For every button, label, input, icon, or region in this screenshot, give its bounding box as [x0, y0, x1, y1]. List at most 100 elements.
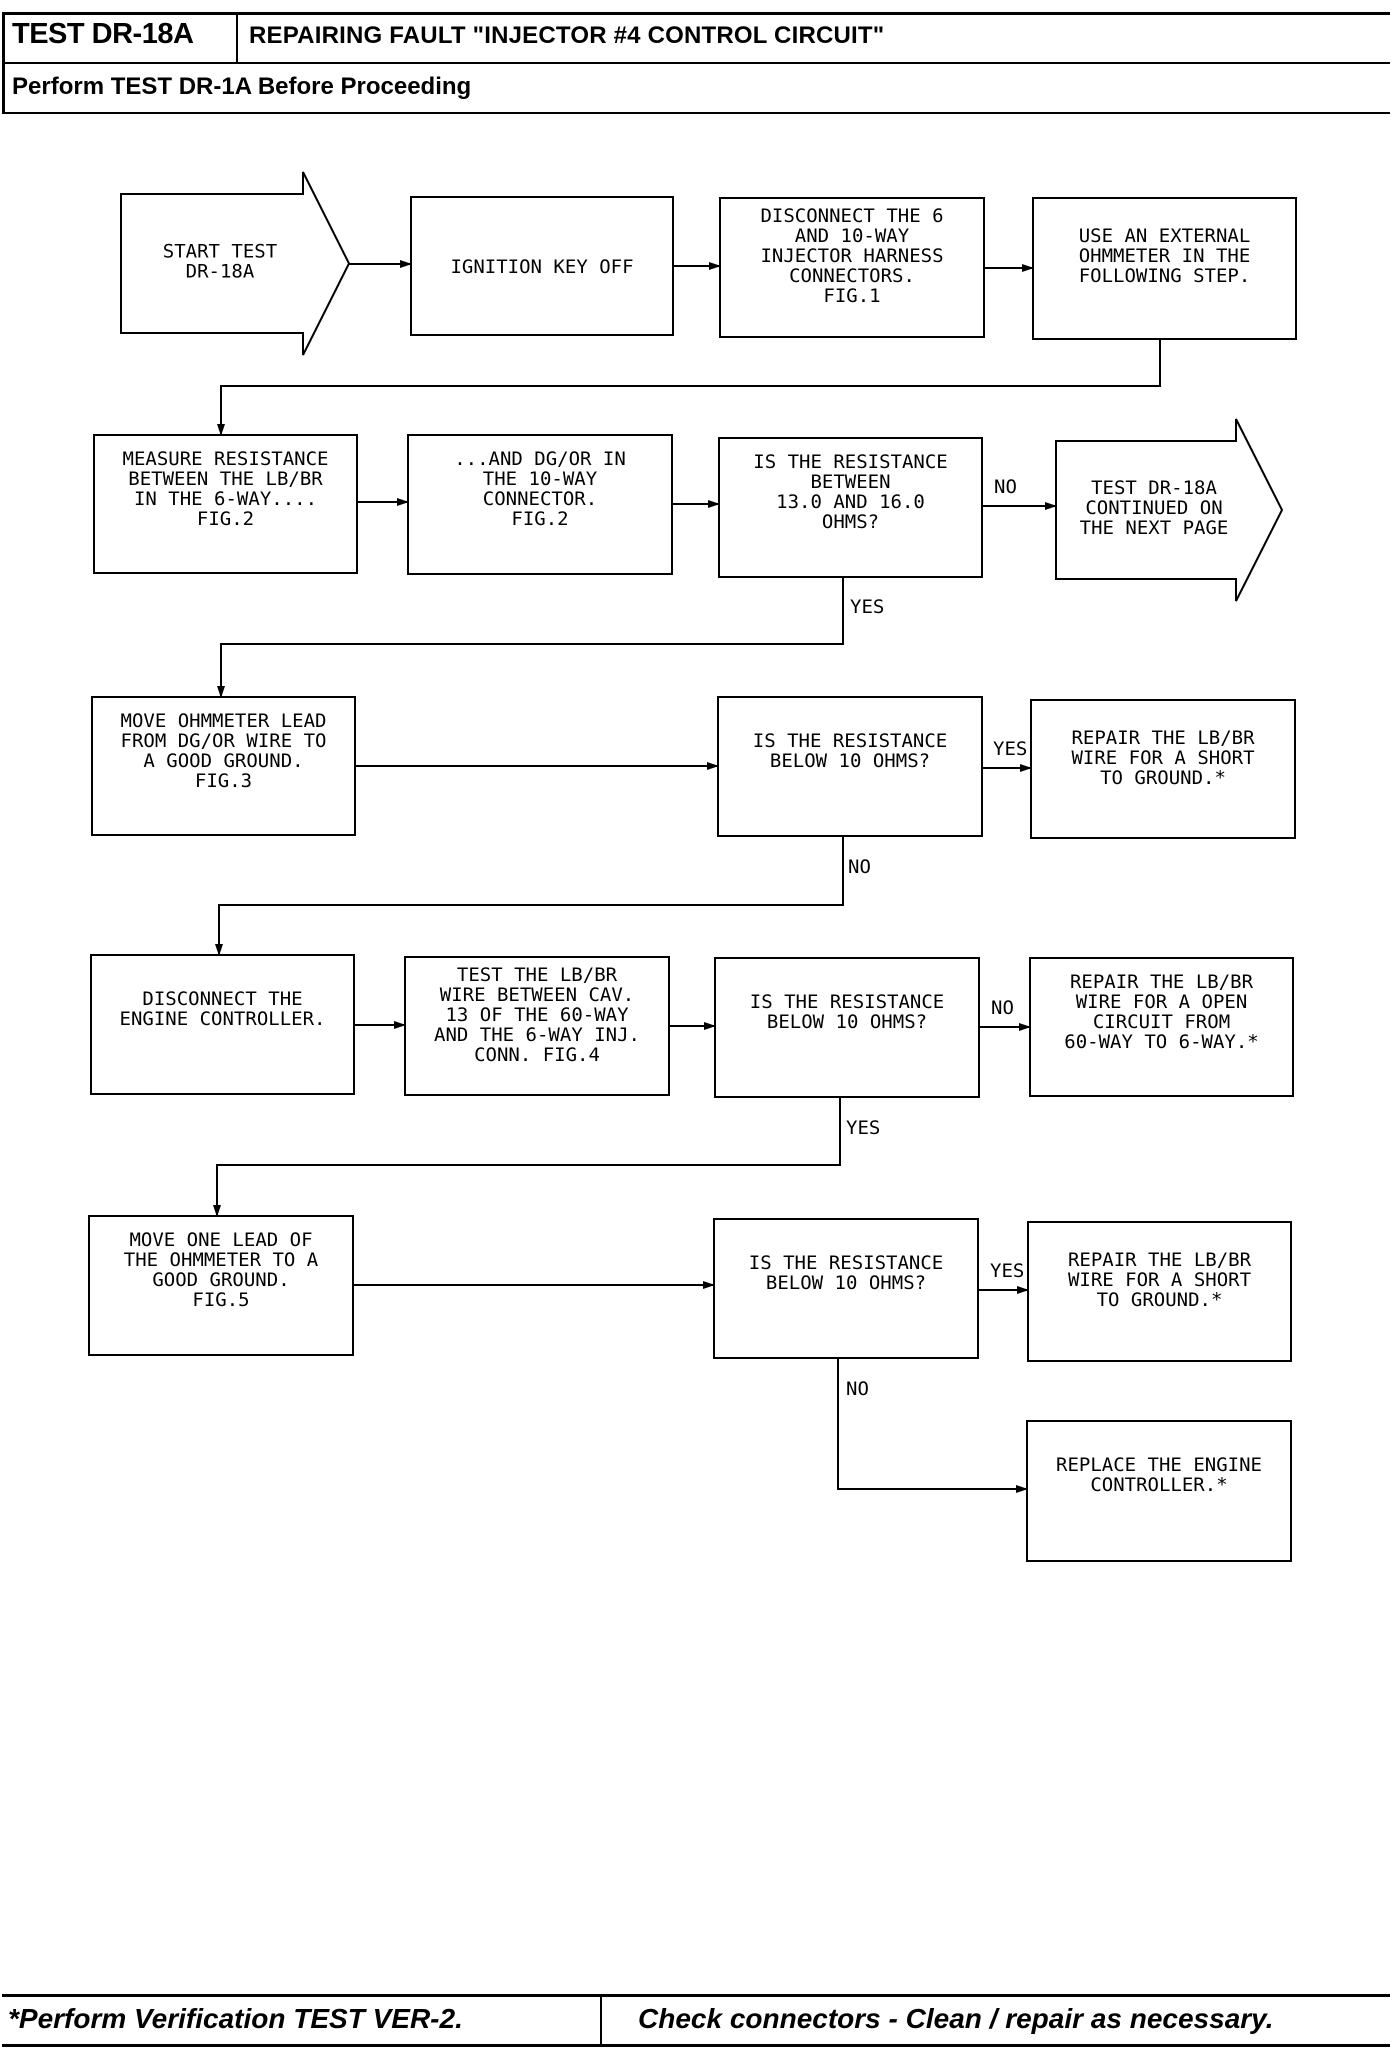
box-shape	[1032, 197, 1297, 340]
node-text-line: TEST THE LB/BR	[457, 964, 618, 986]
box-shape	[91, 696, 356, 836]
edge-use_ohmmeter-to-measure_resistance	[217, 339, 1161, 436]
node-text-line: IS THE RESISTANCE	[753, 451, 947, 473]
box-shape	[404, 956, 670, 1096]
node-text-line: FIG.1	[823, 285, 880, 307]
node-text-line: THE NEXT PAGE	[1080, 517, 1229, 539]
node-text-line: OHMS?	[822, 511, 879, 533]
node-text-line: DISCONNECT THE 6	[760, 205, 943, 227]
header-left-rule	[2, 12, 5, 114]
node-text-line: A GOOD GROUND.	[143, 750, 303, 772]
box-shape	[93, 434, 358, 574]
node-text-line: MOVE ONE LEAD OF	[129, 1229, 312, 1251]
box-shape	[88, 1215, 354, 1356]
node-text-line: REPLACE THE ENGINE	[1056, 1454, 1262, 1476]
edge-q_below_10_c-to-replace_controller	[837, 1358, 1028, 1493]
box-shape	[90, 954, 355, 1095]
node-text-line: REPAIR THE LB/BR	[1071, 727, 1255, 749]
box-shape	[717, 696, 983, 837]
footer-top-rule	[2, 1994, 1390, 1997]
node-text-line: BELOW 10 OHMS?	[766, 1272, 926, 1294]
node-text-line: FIG.5	[192, 1289, 249, 1311]
node-text-line: DR-18A	[186, 261, 255, 283]
box-shape	[718, 437, 983, 578]
header-bottom-rule	[2, 112, 1390, 114]
box-shape	[1026, 1420, 1292, 1562]
node-text-line: TO GROUND.*	[1100, 767, 1226, 789]
box-shape	[714, 957, 980, 1098]
node-text-line: IS THE RESISTANCE	[749, 1252, 943, 1274]
arrow-shape	[1055, 418, 1284, 602]
node-text-line: FOLLOWING STEP.	[1079, 265, 1251, 287]
node-text-line: TO GROUND.*	[1097, 1289, 1223, 1311]
node-text-line: BELOW 10 OHMS?	[770, 750, 930, 772]
node-text-line: FIG.3	[195, 770, 252, 792]
node-text-line: GOOD GROUND.	[152, 1269, 289, 1291]
node-text-line: INJECTOR HARNESS	[760, 245, 943, 267]
node-text-line: 60-WAY TO 6-WAY.*	[1064, 1031, 1258, 1053]
node-text-line: DISCONNECT THE	[142, 988, 302, 1010]
node-text-line: TEST DR-18A	[1091, 477, 1217, 499]
node-text-line: USE AN EXTERNAL	[1079, 225, 1251, 247]
node-text-line: WIRE BETWEEN CAV.	[440, 984, 634, 1006]
edge-label-yes: YES	[846, 1117, 880, 1139]
edge-q_below_10_b-to-move_one_lead	[213, 1097, 841, 1217]
verification-note: *Perform Verification TEST VER-2.	[8, 2003, 463, 2034]
footer-divider	[600, 1994, 602, 2047]
arrow-shape	[120, 171, 351, 356]
connector-note: Check connectors - Clean / repair as nec…	[638, 2003, 1274, 2034]
edge-label-yes: YES	[850, 596, 884, 618]
node-text-line: IN THE 6-WAY....	[134, 488, 317, 510]
node-text-line: AND 10-WAY	[795, 225, 910, 247]
box-shape	[1030, 699, 1296, 839]
edge-label-yes: YES	[990, 1260, 1024, 1282]
node-text-line: FROM DG/OR WIRE TO	[121, 730, 327, 752]
node-text-line: IS THE RESISTANCE	[750, 991, 944, 1013]
box-shape	[410, 196, 674, 336]
box-shape	[1029, 957, 1294, 1097]
node-text-line: FIG.2	[511, 508, 568, 530]
box-shape	[719, 197, 985, 338]
edge-label-no: NO	[848, 856, 871, 878]
prerequisite-note: Perform TEST DR-1A Before Proceeding	[12, 73, 472, 100]
node-text-line: REPAIR THE LB/BR	[1070, 971, 1254, 993]
node-text-line: START TEST	[163, 241, 277, 263]
node-text-line: IGNITION KEY OFF	[450, 256, 633, 278]
node-text-line: CONTINUED ON	[1085, 497, 1222, 519]
node-text-line: MOVE OHMMETER LEAD	[121, 710, 327, 732]
node-text-line: THE 10-WAY	[483, 468, 598, 490]
header-top-rule	[2, 12, 1390, 15]
node-text-line: CONN. FIG.4	[474, 1044, 600, 1066]
node-text-line: ...AND DG/OR IN	[454, 448, 626, 470]
edge-label-no: NO	[991, 997, 1014, 1019]
node-text-line: BELOW 10 OHMS?	[767, 1011, 927, 1033]
node-text-line: WIRE FOR A SHORT	[1068, 1269, 1251, 1291]
node-text-line: ENGINE CONTROLLER.	[120, 1008, 326, 1030]
edge-label-yes: YES	[993, 738, 1027, 760]
box-shape	[407, 434, 673, 575]
node-text-line: CONNECTOR.	[483, 488, 597, 510]
node-text-line: CONNECTORS.	[789, 265, 915, 287]
node-ignition-off: IGNITION KEY OFF	[410, 196, 674, 336]
node-text-line: BETWEEN	[810, 471, 890, 493]
